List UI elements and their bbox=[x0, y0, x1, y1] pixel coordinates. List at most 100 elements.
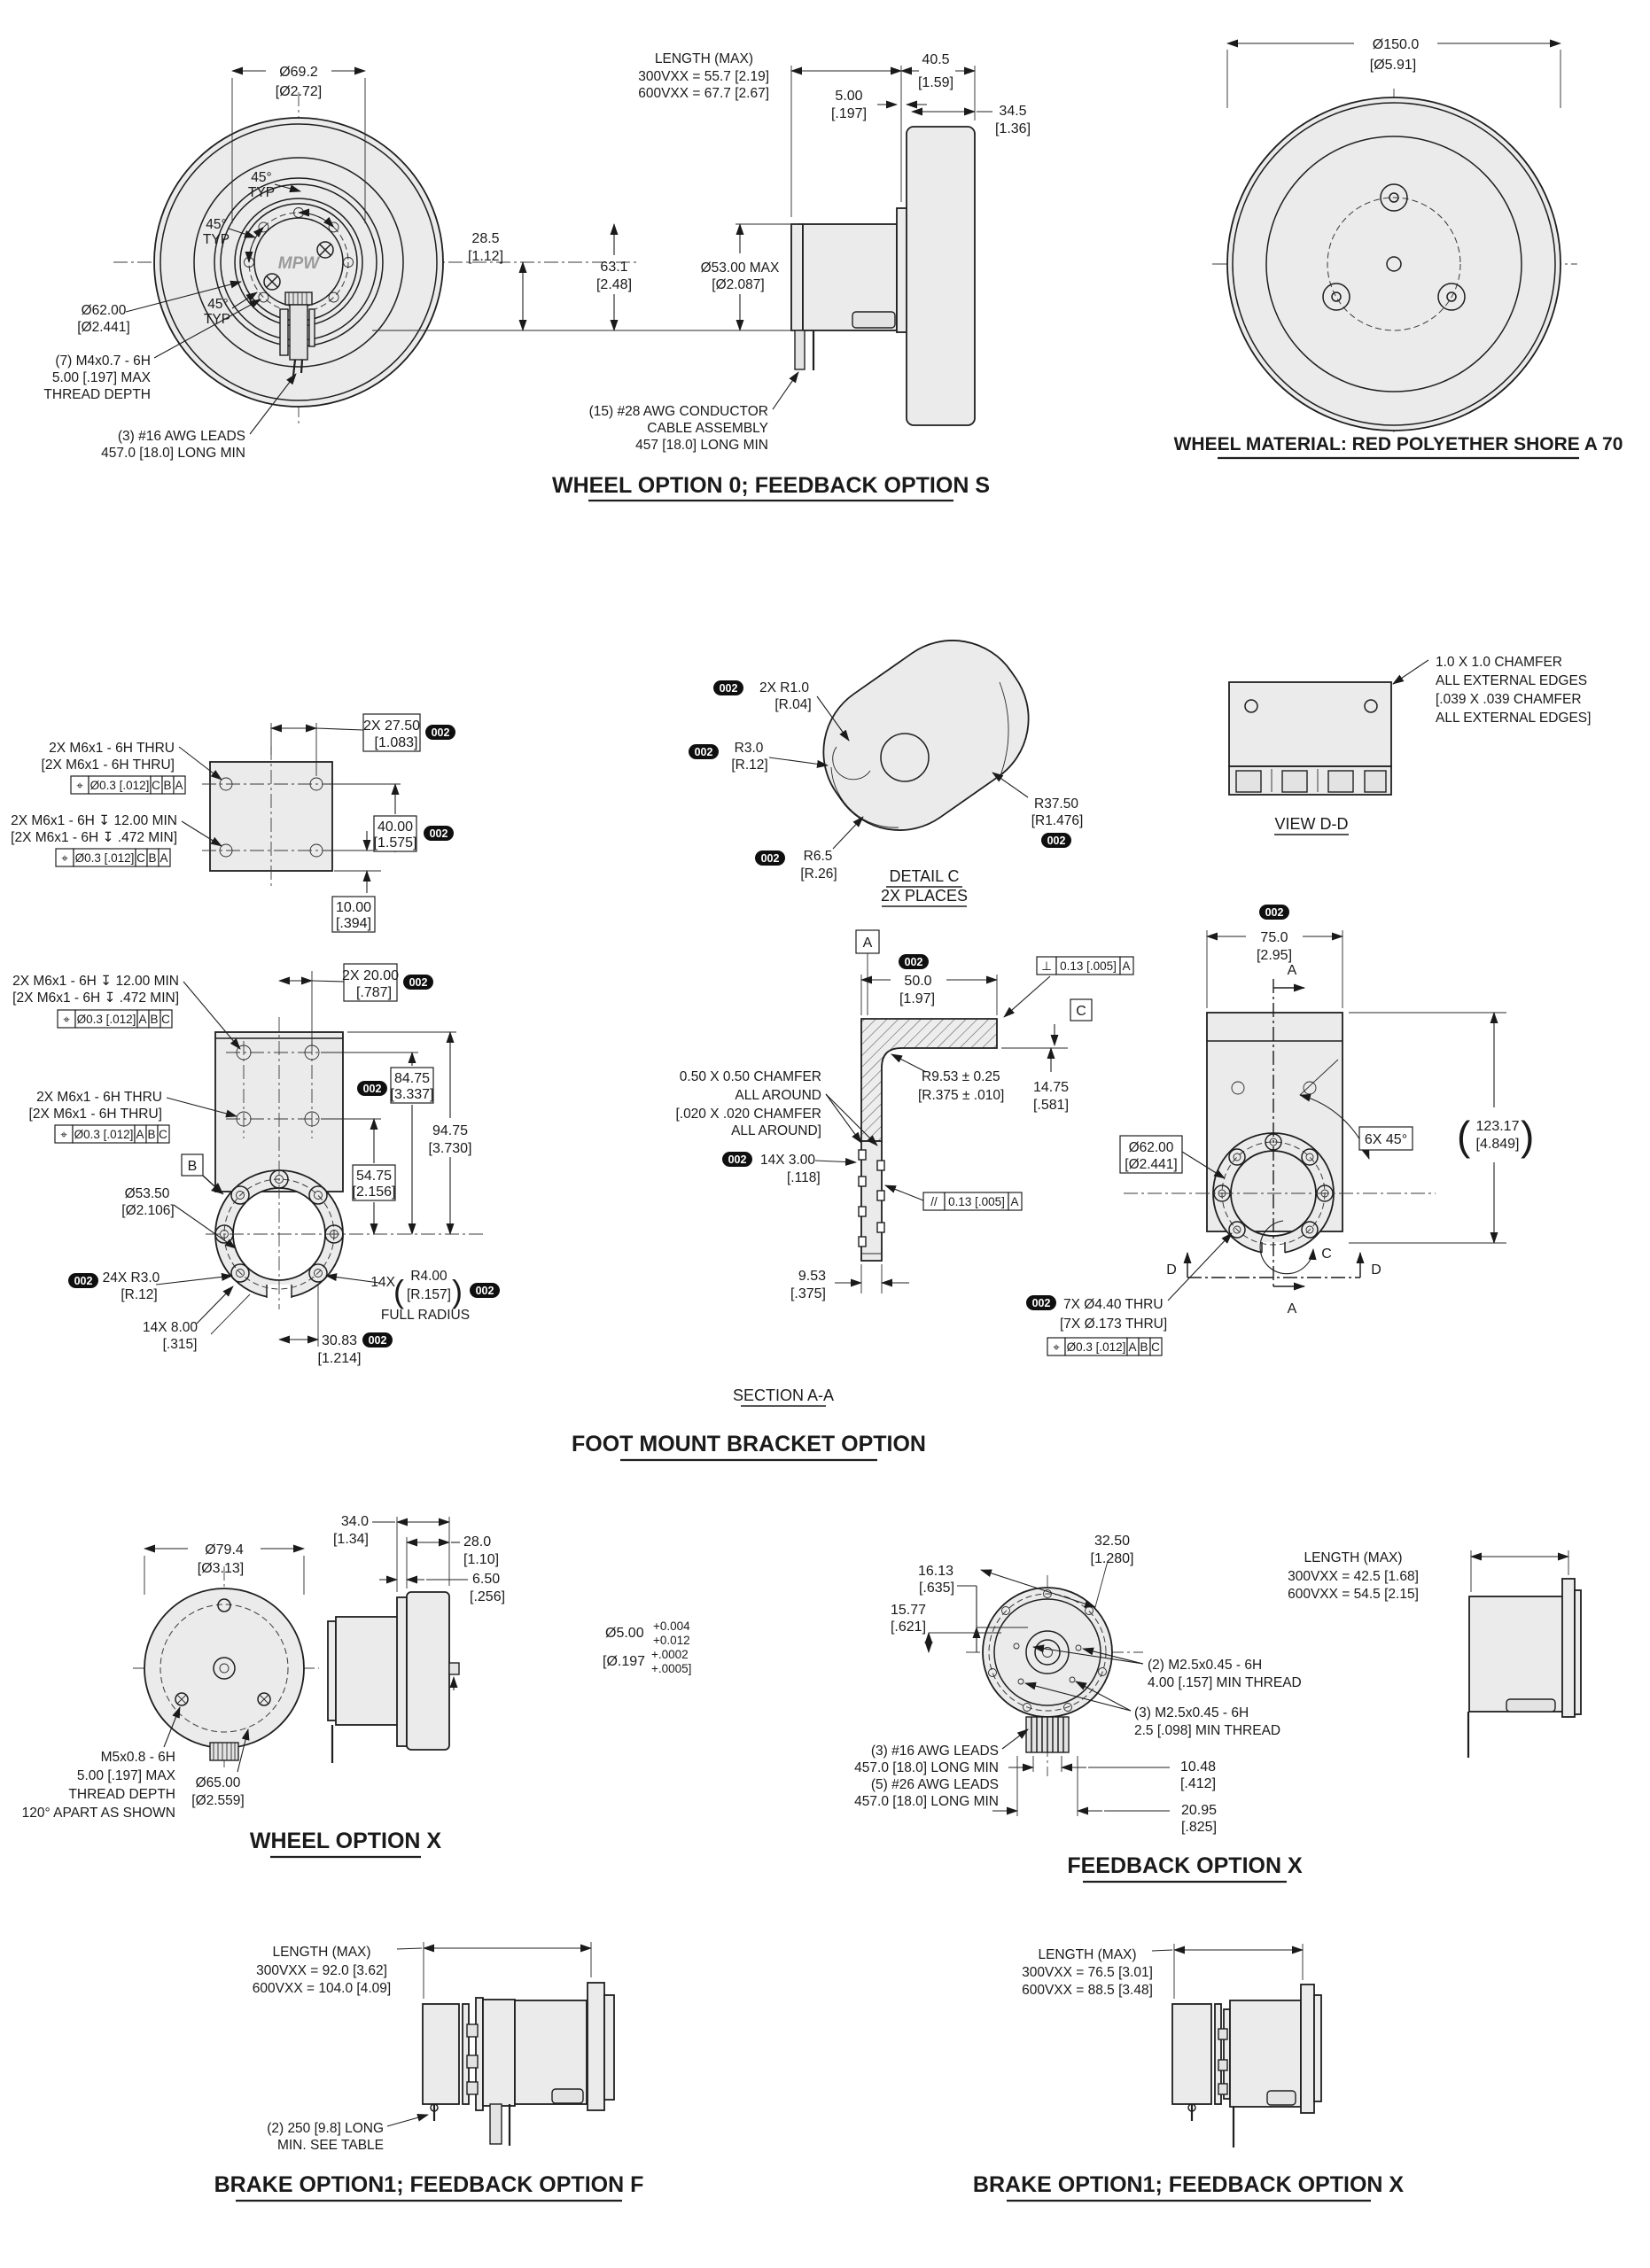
callout-r375: R37.50 [R1.476] 002 bbox=[992, 772, 1083, 848]
detail-c-arrow: C bbox=[1259, 1220, 1332, 1275]
pos-sym: ⌖ bbox=[63, 1013, 70, 1026]
dim-28-in: [1.10] bbox=[463, 1552, 499, 1567]
callout-deep-foot: 2X M6x1 - 6H ↧ 12.00 MIN [2X M6x1 - 6H ↧… bbox=[12, 974, 241, 1050]
dia-150: Ø150.0 bbox=[1373, 37, 1420, 52]
dim-650: 6.50 [.256] bbox=[379, 1572, 505, 1604]
callout-r65: 002 R6.5 [R.26] bbox=[755, 816, 864, 882]
full-radius: FULL RADIUS bbox=[381, 1308, 470, 1323]
flag-002: 002 bbox=[905, 956, 923, 968]
section-teeth bbox=[858, 1149, 885, 1254]
dim-27-50: 2X 27.50 [1.083] 002 bbox=[270, 713, 455, 776]
dim-10-t: 10.00 bbox=[336, 900, 371, 915]
wheel150-screws bbox=[1322, 183, 1466, 311]
fcf: ⌖ Ø0.3 [.012] A B C bbox=[1047, 1337, 1163, 1356]
tap-note-1: (7) M4x0.7 - 6H bbox=[55, 353, 151, 369]
leads-2: 457.0 [18.0] LONG MIN bbox=[854, 1760, 999, 1775]
dim-794: Ø79.4 [Ø3.13] bbox=[144, 1542, 305, 1595]
m2a-2: 4.00 [.157] MIN THREAD bbox=[1148, 1675, 1302, 1690]
dim-28-t: 28.0 bbox=[463, 1534, 491, 1550]
cable-note: (15) #28 AWG CONDUCTOR CABLE ASSEMBLY 45… bbox=[589, 371, 799, 453]
cable-note-2: CABLE ASSEMBLY bbox=[647, 421, 768, 436]
flag-002: 002 bbox=[761, 852, 780, 865]
thru-2: [2X M6x1 - 6H THRU] bbox=[29, 1107, 162, 1122]
dim-50-t: 50.0 bbox=[904, 974, 931, 989]
leads-note: (3) #16 AWG LEADS 457.0 [18.0] LONG MIN bbox=[101, 373, 297, 461]
dim-9475-t: 94.75 bbox=[432, 1123, 468, 1138]
fcf-par: // 0.13 [.005] A bbox=[884, 1184, 1023, 1211]
tap-2: 5.00 [.197] MAX bbox=[77, 1768, 176, 1783]
cham-1: 0.50 X 0.50 CHAMFER bbox=[680, 1069, 821, 1084]
length-max-3: 600VXX = 67.7 [2.67] bbox=[638, 86, 769, 101]
leads-3: (5) #26 AWG LEADS bbox=[871, 1777, 999, 1792]
dim-28-5: 28.5 bbox=[471, 231, 499, 246]
dia62-in: [Ø2.441] bbox=[1125, 1157, 1177, 1172]
datum-b: B bbox=[1140, 1340, 1148, 1354]
dim-9475: 94.75 [3.730] bbox=[347, 1031, 471, 1235]
section-a-bottom: A bbox=[1288, 1301, 1297, 1317]
dim-1475-t: 14.75 bbox=[1033, 1080, 1069, 1095]
note-1: (2) 250 [9.8] LONG bbox=[267, 2121, 384, 2136]
wheel-side bbox=[906, 126, 976, 426]
brake-body bbox=[1171, 2003, 1212, 2105]
r3-in: [R.12] bbox=[731, 757, 767, 773]
dim-40-5-in: [1.59] bbox=[918, 75, 953, 90]
dim-50-in: [1.97] bbox=[899, 991, 935, 1006]
dim-5-00: 5.00 [.197] bbox=[831, 89, 927, 121]
length-max-1: LENGTH (MAX) bbox=[655, 51, 753, 66]
flag-002: 002 bbox=[369, 1334, 387, 1347]
callout-thru-foot: 2X M6x1 - 6H THRU [2X M6x1 - 6H THRU] ⌖ … bbox=[29, 1090, 237, 1144]
caption-foot-mount: FOOT MOUNT BRACKET OPTION bbox=[572, 1432, 926, 1456]
view-foot-front: 2X M6x1 - 6H ↧ 12.00 MIN [2X M6x1 - 6H ↧… bbox=[12, 963, 500, 1366]
dim-text-in: [Ø2.72] bbox=[276, 84, 322, 99]
view-mount-block: 2X 27.50 [1.083] 002 40.00 [1.575] 002 1… bbox=[11, 713, 455, 933]
cable-note-1: (15) #28 AWG CONDUCTOR bbox=[589, 404, 768, 419]
dim-1048-in: [.412] bbox=[1180, 1776, 1216, 1791]
angle-typ-2: TYP bbox=[203, 232, 230, 247]
length-3: 600VXX = 54.5 [2.15] bbox=[1288, 1587, 1419, 1602]
dim-1613-t: 16.13 bbox=[918, 1564, 953, 1579]
angle-typ-1: TYP bbox=[248, 185, 275, 200]
flag-002: 002 bbox=[1047, 835, 1066, 847]
angle-callouts: 45° TYP 45° TYP 45° TYP bbox=[203, 170, 335, 327]
dim-50: 50.0 [1.97] bbox=[860, 974, 998, 1015]
dim-5: 5.00 bbox=[835, 89, 862, 104]
datum-a: A bbox=[175, 779, 183, 792]
dia-53: Ø53.00 MAX bbox=[701, 260, 780, 276]
flag-002: 002 bbox=[728, 1153, 747, 1166]
r4-in: [R.157] bbox=[407, 1287, 451, 1302]
shaft-tol3: +.0002 bbox=[651, 1648, 689, 1661]
dim-3250-in: [1.280] bbox=[1091, 1551, 1134, 1566]
detail-c-hole bbox=[880, 733, 930, 782]
view-feedbackx-side: LENGTH (MAX) 300VXX = 42.5 [1.68] 600VXX… bbox=[1288, 1550, 1582, 1758]
datum-a: A bbox=[1128, 1340, 1136, 1354]
datum-b: B bbox=[188, 1159, 198, 1174]
leads-note-2: 457.0 [18.0] LONG MIN bbox=[101, 446, 245, 461]
r953-in: [R.375 ± .010] bbox=[918, 1088, 1004, 1103]
dim-1613: 16.13 [.635] bbox=[918, 1564, 1028, 1652]
dim-8475-t: 84.75 bbox=[394, 1071, 430, 1086]
dim-12317: ( 123.17 [4.849] ) bbox=[1349, 1012, 1534, 1244]
callout-r3: 002 R3.0 [R.12] bbox=[689, 741, 829, 773]
thru-7x-in: [7X Ø.173 THRU] bbox=[1060, 1317, 1167, 1332]
section-d-left: D bbox=[1166, 1262, 1177, 1278]
r14x: 14X bbox=[370, 1275, 395, 1290]
m2a-1: (2) M2.5x0.45 - 6H bbox=[1148, 1658, 1262, 1673]
angle-45-1: 45° bbox=[251, 170, 271, 185]
fcf-thru: ⌖ Ø0.3 [.012] C B A bbox=[70, 775, 186, 795]
view-brake-x: LENGTH (MAX) 300VXX = 76.5 [3.01] 600VXX… bbox=[973, 1944, 1404, 2202]
dim-3250: 32.50 [1.280] bbox=[980, 1534, 1134, 1608]
dim-34-t: 34.0 bbox=[341, 1514, 369, 1529]
brake-x-drawing bbox=[1171, 1984, 1322, 2148]
dim-2095-t: 20.95 bbox=[1181, 1803, 1217, 1818]
m2b-1: (3) M2.5x0.45 - 6H bbox=[1134, 1705, 1249, 1720]
flag-002: 002 bbox=[695, 746, 713, 758]
view-dd: 1.0 X 1.0 CHAMFER ALL EXTERNAL EDGES [.0… bbox=[1228, 655, 1591, 835]
wheel-outer-circle bbox=[153, 117, 444, 408]
dim-34-5-t: 34.5 bbox=[999, 104, 1026, 119]
caption-brake-f: BRAKE OPTION1; FEEDBACK OPTION F bbox=[214, 2172, 644, 2197]
datum-b: B bbox=[148, 851, 156, 865]
datum-a-box: A bbox=[863, 936, 873, 951]
datum-c: C bbox=[1151, 1340, 1160, 1354]
